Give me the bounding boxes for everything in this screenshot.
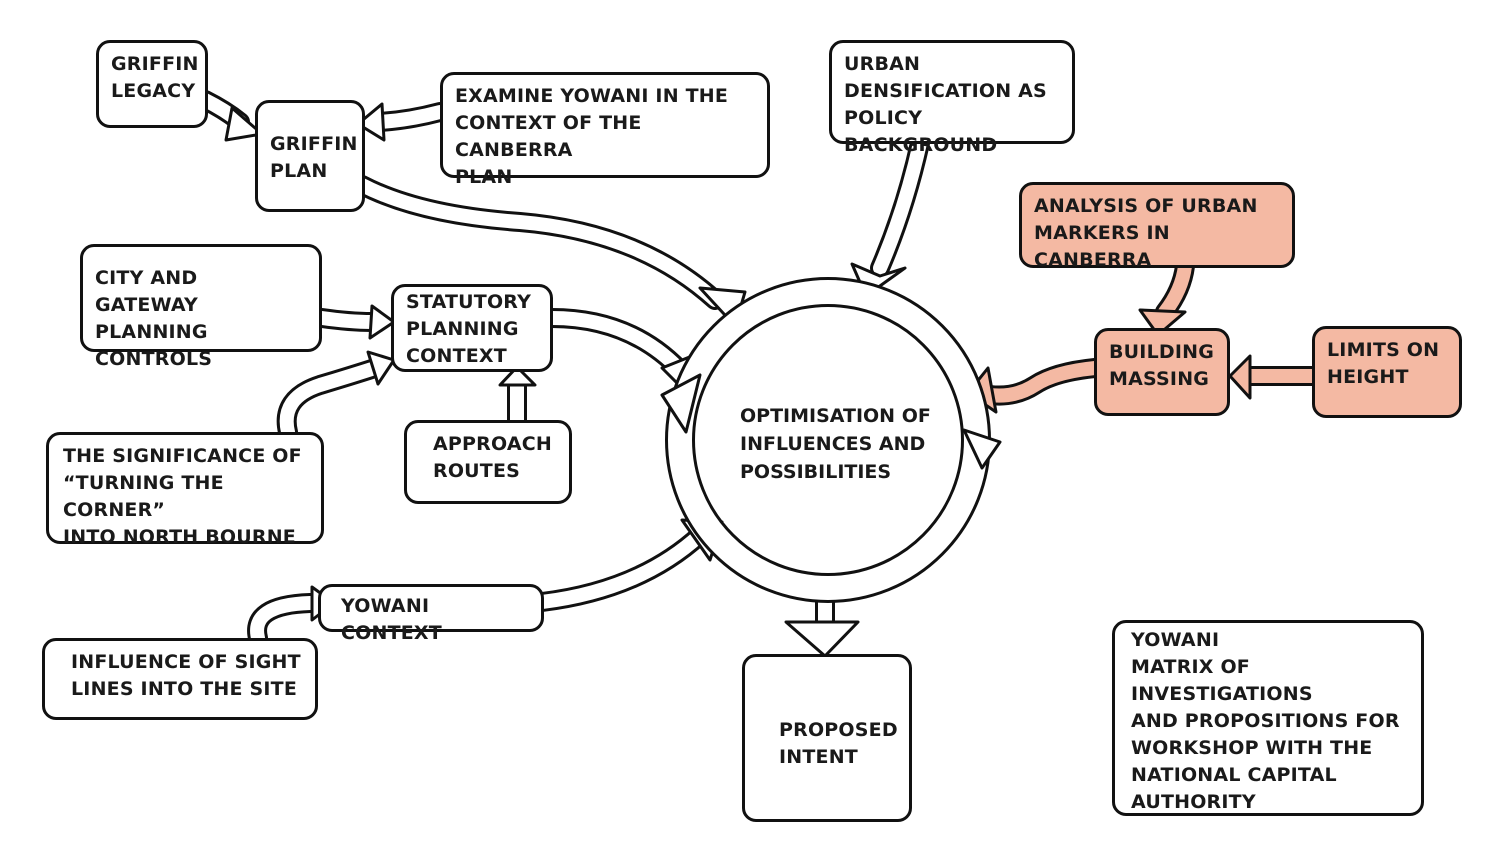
box-turning-corner: The significance of “Turning the corner”… [46,432,324,548]
center-cycle [660,277,1002,603]
box-yowani-title: Yowani Matrix of investigations and prop… [1112,620,1424,816]
box-examine-yowani: Examine Yowani in the context of the Can… [440,72,770,188]
arrow-corner-to-statutory [276,350,396,442]
arrow-legacy-to-plan [195,90,264,142]
ring-arrowhead-right [962,428,1002,470]
arrow-gateway-to-statutory [312,304,396,340]
box-sight-lines: Influence of sight lines into the site [42,638,318,720]
box-griffin-plan: Griffin Plan [255,100,365,212]
box-statutory-planning: Statutory planning context [391,284,553,372]
box-city-gateway: City and Gateway planning controls [80,244,322,370]
box-griffin-legacy: Griffin Legacy [96,40,208,128]
arrow-analysis-to-massing [1138,256,1195,337]
arrow-examine-to-plan [356,102,450,142]
box-approach-routes: Approach routes [404,420,572,504]
box-yowani-context: Yowani context [318,584,544,644]
box-building-massing: Building massing [1094,328,1230,416]
arrow-limits-to-massing [1228,354,1322,400]
ring-arrowhead-left [660,373,702,434]
box-proposed-intent: Proposed intent [742,654,912,822]
box-limits-height: Limits on height [1312,326,1462,418]
box-urban-densification: Urban densification as policy background [829,40,1075,156]
arrow-densification-to-center [850,133,930,298]
box-analysis-urban-markers: Analysis of urban markers in Canberra [1019,182,1295,271]
center-label: Optimisation of influences and possibili… [740,405,931,483]
arrow-approach-to-statutory [498,365,537,430]
